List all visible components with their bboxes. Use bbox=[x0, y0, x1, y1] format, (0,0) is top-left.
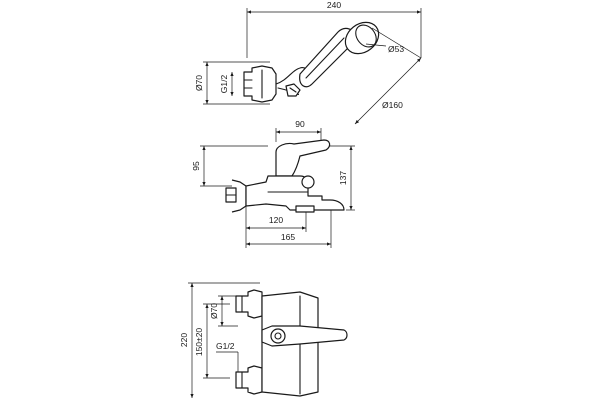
aerator bbox=[295, 205, 315, 213]
dim-label-120: 120 bbox=[269, 215, 283, 225]
dim-label-thread-front: G1/2 bbox=[216, 341, 235, 351]
front-view: 220 150±20 Ø70 G1/2 bbox=[179, 282, 348, 398]
dim-label-thread-top: G1/2 bbox=[219, 75, 229, 94]
front-lower-connector bbox=[235, 365, 263, 395]
dim-label-o70-front: Ø70 bbox=[209, 303, 219, 319]
top-view: 240 Ø70 G1/2 Ø53 Ø160 bbox=[194, 0, 422, 125]
wall-connector bbox=[243, 65, 277, 103]
dim-line-o160 bbox=[354, 57, 422, 125]
front-knob bbox=[270, 328, 286, 344]
dim-label-90: 90 bbox=[295, 119, 305, 129]
side-view: 90 95 137 120 165 bbox=[191, 119, 355, 248]
dim-label-240: 240 bbox=[327, 0, 341, 10]
dim-label-137: 137 bbox=[338, 171, 348, 185]
mixer-body bbox=[245, 175, 345, 211]
front-upper-connector bbox=[235, 289, 263, 319]
diverter-knob bbox=[301, 175, 315, 189]
dim-label-150: 150±20 bbox=[194, 328, 204, 357]
dim-label-220: 220 bbox=[179, 333, 189, 347]
dim-label-165: 165 bbox=[281, 232, 295, 242]
dim-label-o160: Ø160 bbox=[382, 100, 403, 110]
lever-handle bbox=[275, 139, 331, 177]
dim-label-95: 95 bbox=[191, 161, 201, 171]
shower-head bbox=[344, 21, 380, 55]
dim-label-o53: Ø53 bbox=[388, 44, 404, 54]
dim-label-o70-top: Ø70 bbox=[194, 75, 204, 91]
